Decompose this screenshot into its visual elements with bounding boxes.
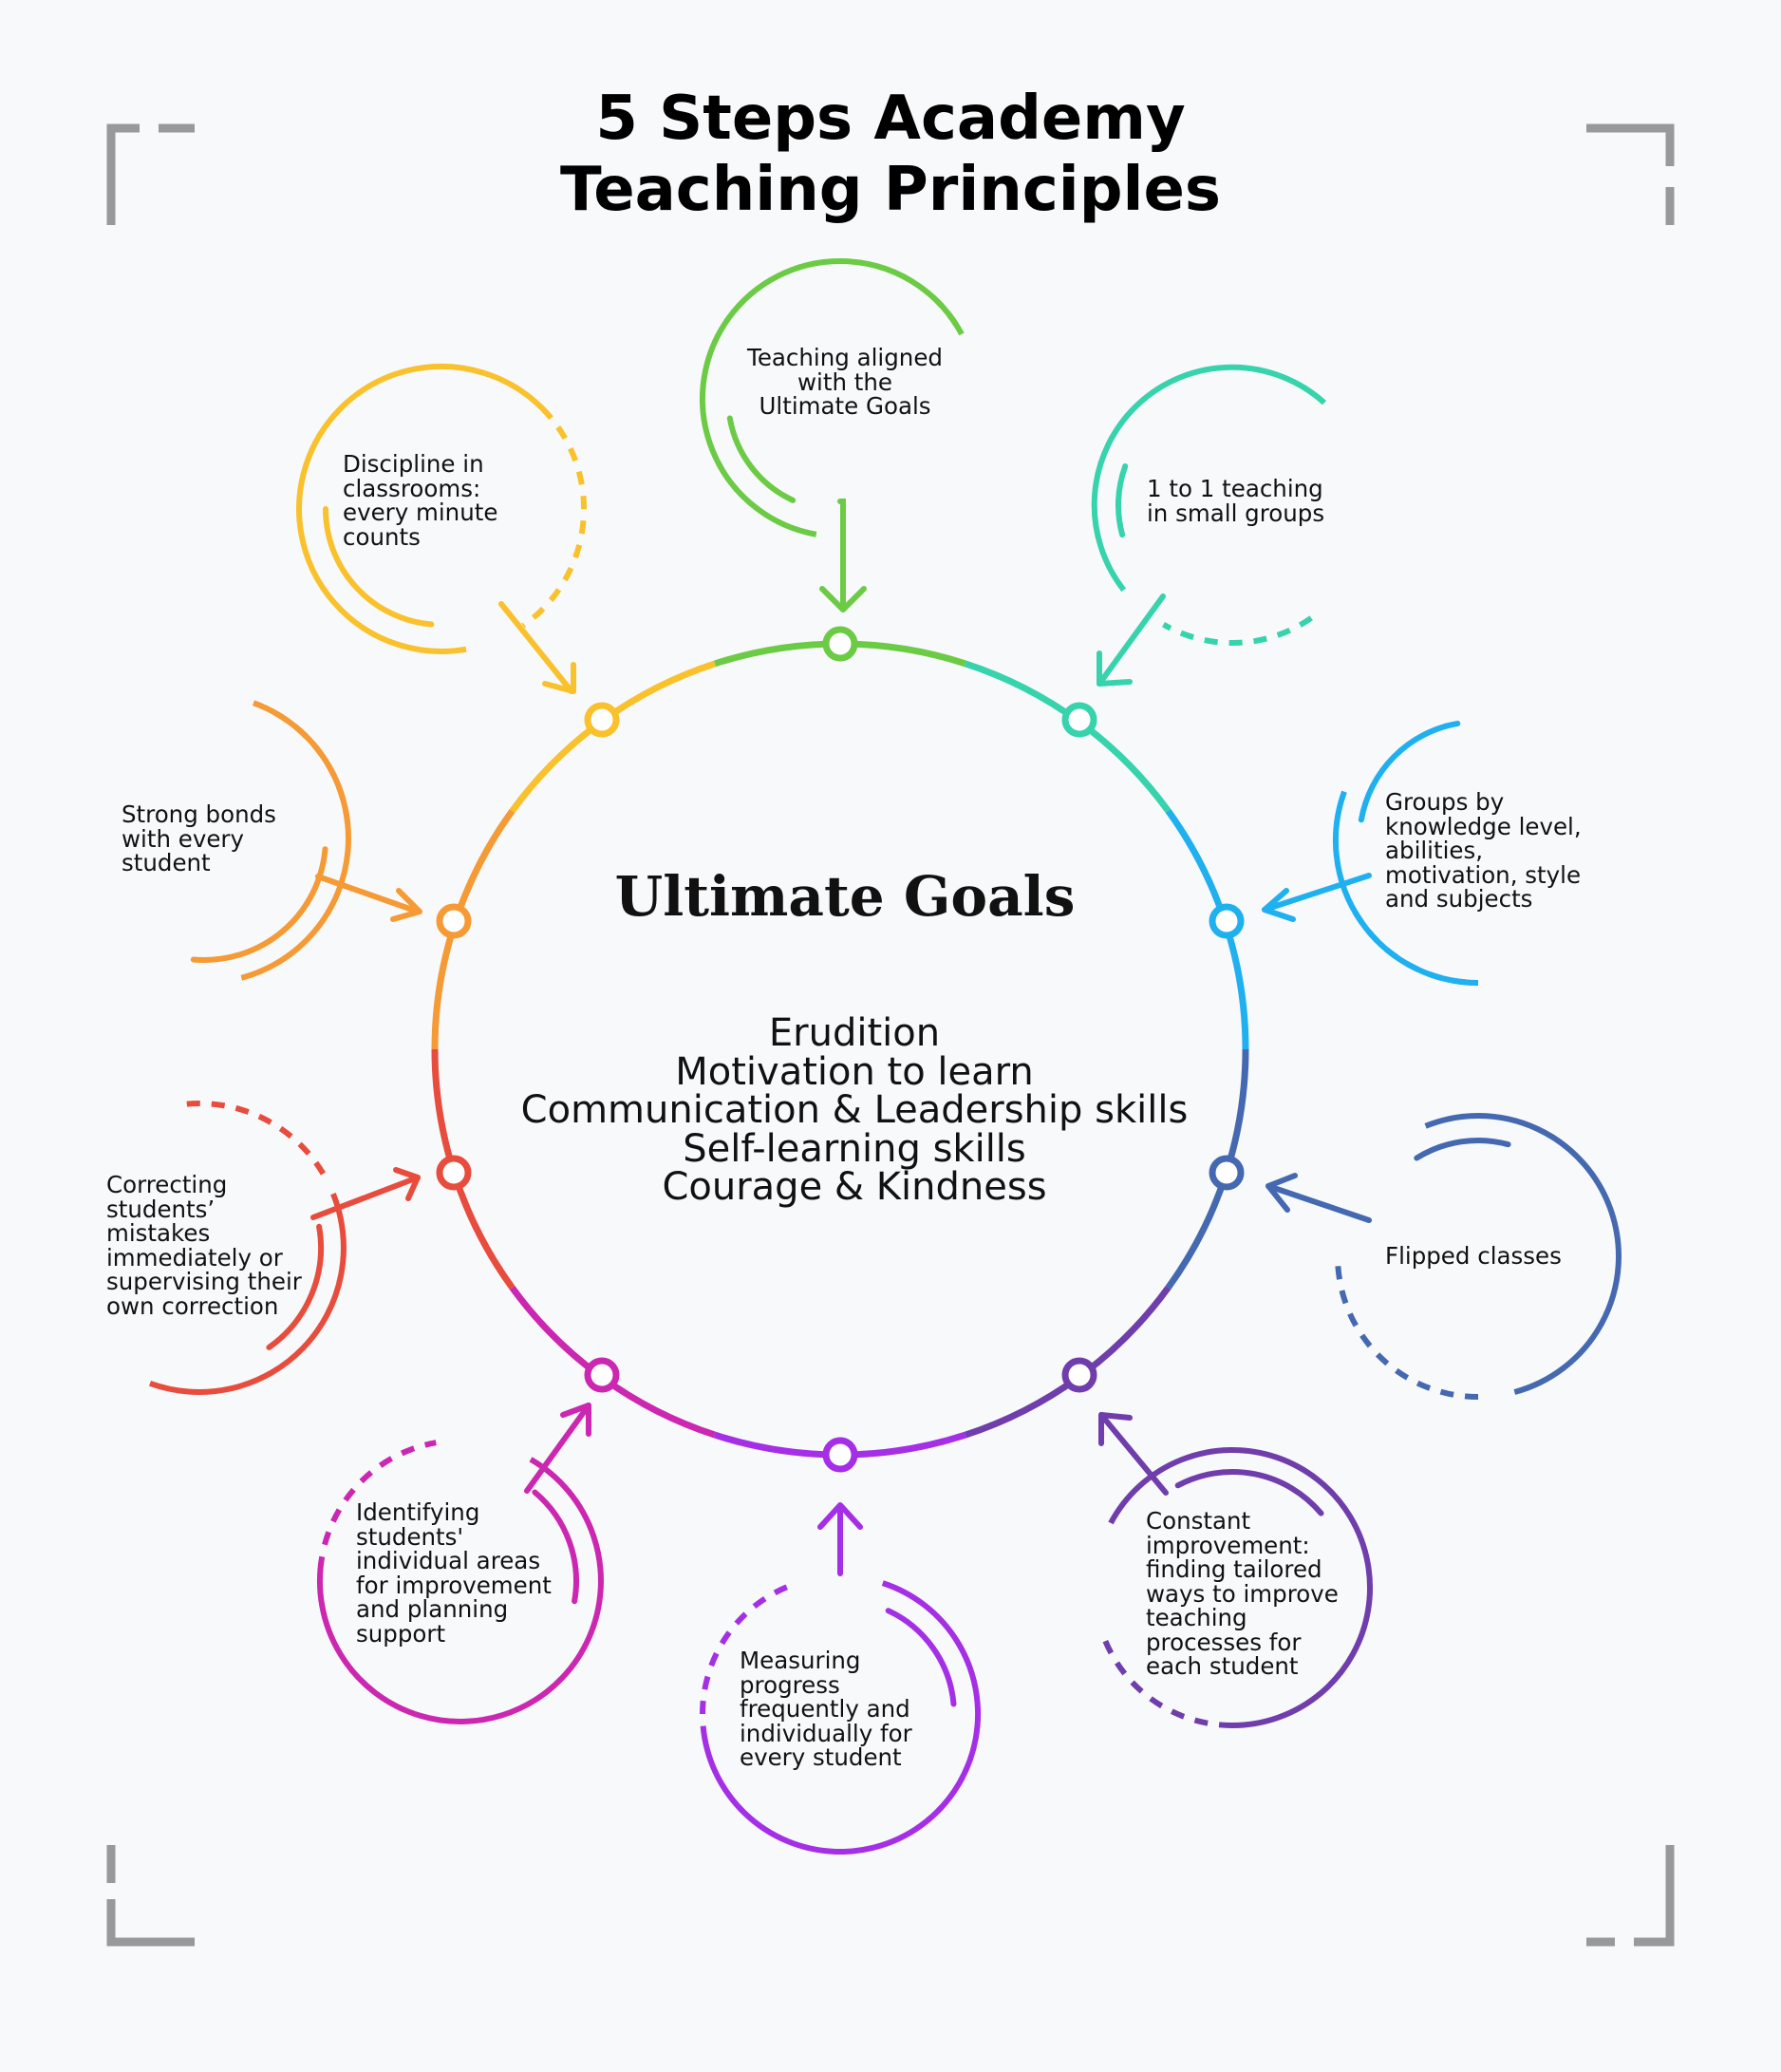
bubble-outline — [1091, 364, 1327, 593]
principle-bubble — [700, 258, 965, 612]
bubble-inner-arc — [1358, 720, 1461, 823]
principle-text-correcting: Correcting students’ mistakes immediatel… — [106, 1171, 302, 1320]
principle-text-groups: Groups by knowledge level, abilities, mo… — [1385, 788, 1582, 913]
frame-corner-top-left — [106, 123, 140, 225]
principle-bubble — [700, 1502, 982, 1855]
ring-node — [1209, 903, 1245, 939]
center-goals-list: Erudition Motivation to learn Communicat… — [475, 1014, 1234, 1207]
bubble-arrowhead — [393, 1167, 421, 1201]
bubble-outline — [1108, 1447, 1374, 1728]
bubble-dashed-arc — [1352, 910, 1467, 986]
bubble-arrow-line — [1097, 593, 1166, 687]
principle-text-improvement: Constant improvement: finding tailored w… — [1146, 1507, 1339, 1680]
bubble-dashed-arc — [1162, 615, 1313, 647]
bubble-arrow-line — [837, 499, 846, 611]
bubble-outline — [1424, 1113, 1622, 1395]
bubble-arrow-line — [1098, 1412, 1169, 1496]
principle-bubble — [317, 1403, 604, 1724]
bubble-outline — [296, 363, 545, 654]
bubble-inner-arc — [1174, 1469, 1324, 1516]
ring-node — [822, 1437, 858, 1473]
bubble-arrow-line — [315, 874, 421, 914]
principle-bubbles — [148, 258, 1622, 1855]
goal-item: Erudition — [768, 1011, 941, 1055]
bubble-arrowhead — [542, 662, 576, 694]
principle-bubble — [1098, 1412, 1374, 1728]
bubble-inner-arc — [1414, 1138, 1511, 1161]
principle-text-flipped: Flipped classes — [1385, 1242, 1562, 1270]
bubble-arrowhead — [1262, 888, 1296, 922]
principle-bubble — [148, 1101, 421, 1395]
bubble-arrow-line — [524, 1403, 591, 1494]
principle-bubble — [1091, 364, 1327, 687]
bubble-inner-arc — [726, 415, 797, 503]
principle-bubble — [1265, 1113, 1622, 1400]
bubble-arrow-line — [310, 1175, 421, 1220]
bubble-inner-arc — [532, 1489, 579, 1605]
ring-node — [822, 626, 858, 662]
goal-item: Self-learning skills — [683, 1126, 1026, 1171]
ring-node — [436, 903, 472, 939]
bubble-arrow-line — [498, 601, 574, 694]
bubble-outline — [317, 1457, 604, 1724]
goal-item: Courage & Kindness — [662, 1165, 1047, 1209]
bubble-arrowhead — [1097, 650, 1133, 687]
center-heading: Ultimate Goals — [614, 864, 1076, 929]
bubble-arrow-line — [1262, 873, 1372, 913]
ring-segment — [509, 1285, 717, 1439]
ring-node — [1209, 1155, 1245, 1191]
principle-text-measuring: Measuring progress frequently and indivi… — [740, 1647, 912, 1771]
principle-bubble — [190, 700, 422, 981]
ring-node — [1061, 702, 1097, 738]
page-title-line-1: 5 Steps Academy — [595, 84, 1186, 154]
ring-node — [1061, 1357, 1097, 1393]
bubble-inner-arc — [323, 506, 435, 628]
frame-corner-bottom-right — [1634, 1845, 1675, 1947]
principle-bubble — [1262, 720, 1479, 986]
bubble-arrowhead — [817, 1502, 863, 1530]
principle-bubble — [296, 363, 588, 694]
frame-corner-top-right — [1586, 123, 1675, 166]
bubble-outline — [148, 1192, 347, 1395]
bubble-inner-arc — [1115, 463, 1129, 538]
bubble-dashed-arc — [1335, 1255, 1479, 1400]
principle-text-aligned-goals: Teaching aligned with the Ultimate Goals — [747, 344, 943, 420]
principle-text-one-to-one: 1 to 1 teaching in small groups — [1147, 475, 1325, 527]
bubble-outline — [240, 705, 351, 981]
ring-node — [584, 1357, 620, 1393]
ring-segment — [509, 660, 717, 814]
bubble-arrowhead — [1098, 1412, 1133, 1446]
goal-item: Motivation to learn — [675, 1049, 1034, 1094]
principle-text-identifying: Identifying students' individual areas f… — [356, 1498, 552, 1648]
bubble-dashed-arc — [252, 700, 351, 827]
page-title-line-2: Teaching Principles — [560, 155, 1221, 225]
ring-nodes — [436, 626, 1245, 1473]
ring-node — [584, 702, 620, 738]
bubble-outline — [700, 1580, 982, 1855]
bubble-dashed-arc — [929, 293, 965, 336]
bubble-inner-arc — [885, 1608, 957, 1707]
bubble-outline — [700, 258, 965, 537]
bubble-inner-arc — [266, 1223, 324, 1350]
corner-frame — [106, 123, 1675, 1947]
frame-corner-bottom-left — [106, 1899, 195, 1947]
bubble-dashed-arc — [521, 405, 588, 629]
principle-text-bonds: Strong bonds with every student — [122, 801, 276, 876]
ring-segment — [964, 660, 1172, 814]
bubble-dashed-arc — [322, 1440, 437, 1546]
principle-text-discipline: Discipline in classrooms: every minute c… — [343, 450, 498, 551]
bubble-dashed-arc — [186, 1101, 328, 1177]
bubble-dashed-arc — [700, 1581, 795, 1715]
bubble-arrowhead — [390, 888, 422, 922]
bubble-arrow-line — [1265, 1183, 1372, 1223]
bubble-dashed-arc — [1101, 1638, 1233, 1728]
goal-item: Communication & Leadership skills — [520, 1088, 1189, 1132]
bubble-arrowhead — [1265, 1173, 1298, 1213]
bubble-arrowhead — [560, 1403, 591, 1437]
ring-segment — [964, 1285, 1172, 1439]
bubble-arrowhead — [819, 586, 867, 612]
ring-node — [436, 1155, 472, 1191]
